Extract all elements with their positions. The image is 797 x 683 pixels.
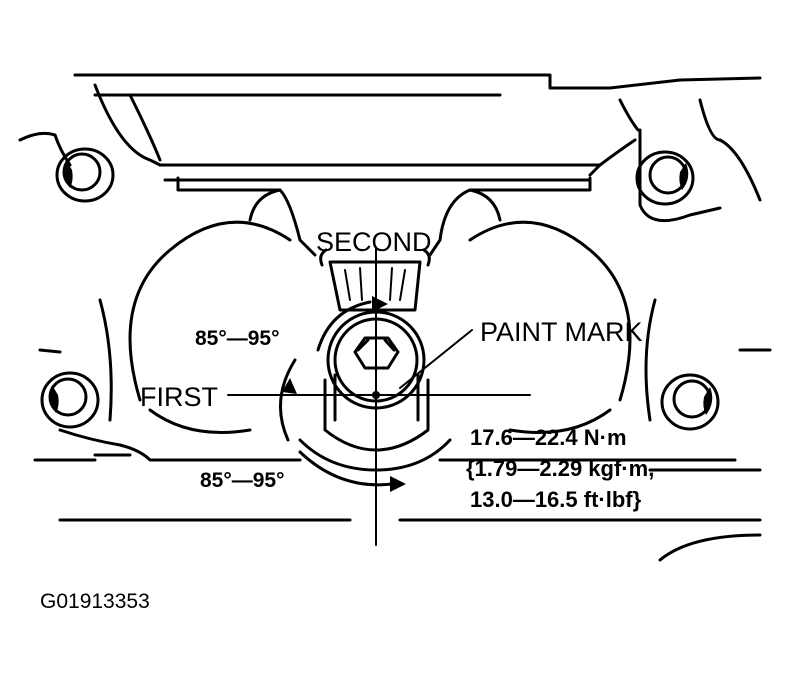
torque-spec-kgfm: {1.79—2.29 kgf·m, <box>466 456 654 481</box>
figure-code: G01913353 <box>40 590 150 613</box>
first-arrow-head-left <box>282 378 297 394</box>
housing-outline <box>18 73 772 562</box>
bolt-bottom-left <box>40 371 100 429</box>
bolt-bottom-right <box>660 373 720 431</box>
label-angle-first: 85°—95° <box>200 469 285 492</box>
corner-bolts <box>40 147 720 431</box>
paint-mark-leader <box>399 329 473 389</box>
label-angle-second: 85°—95° <box>195 327 280 350</box>
reference-lines <box>227 247 531 546</box>
first-rotation-arc-left <box>278 358 297 442</box>
label-first: FIRST <box>140 382 218 412</box>
label-second: SECOND <box>316 227 432 257</box>
second-rotation-arc <box>316 300 372 352</box>
bolt-top-right <box>635 150 695 206</box>
first-rotation-arc-bottom <box>298 450 394 487</box>
bolt-top-left <box>55 147 115 203</box>
first-arrow-head-bottom <box>390 476 406 492</box>
torque-spec-ftlbf: 13.0—16.5 ft·lbf} <box>470 487 642 512</box>
paint-mark-dot <box>372 391 380 399</box>
label-paint-mark: PAINT MARK <box>480 317 643 347</box>
rotation-arrows <box>278 296 406 492</box>
torque-spec-nm: 17.6—22.4 N·m <box>470 425 627 450</box>
cylinder-bores <box>98 220 657 434</box>
